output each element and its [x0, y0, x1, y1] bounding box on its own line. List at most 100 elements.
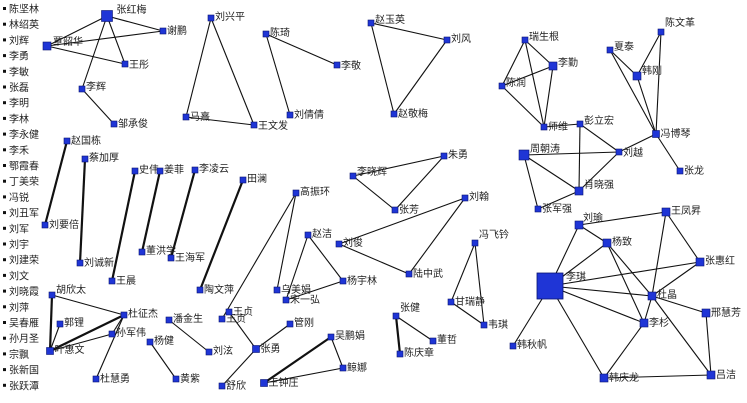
- node-dongshu[interactable]: 董洪学: [138, 244, 176, 257]
- node-fengfeiyu[interactable]: 冯飞钤: [471, 228, 509, 247]
- isolated-node[interactable]: 陈坚林: [3, 3, 39, 16]
- isolated-node[interactable]: 李禾: [3, 144, 29, 157]
- node-hanqiufan[interactable]: 韩秋帆: [509, 338, 547, 351]
- node-wumeijuan[interactable]: 乌美娟: [273, 283, 311, 296]
- node-zhuyong[interactable]: 朱勇: [440, 149, 468, 161]
- node-ganruijing[interactable]: 甘瑞静: [447, 295, 485, 308]
- isolated-node[interactable]: 刘晓霞: [3, 286, 39, 298]
- isolated-node[interactable]: 宗飘: [3, 348, 29, 361]
- node-liujun2[interactable]: 刘俊: [335, 236, 363, 249]
- isolated-node[interactable]: 鄂霞春: [3, 161, 39, 173]
- node-zhanghongmei[interactable]: 张红梅: [101, 3, 147, 22]
- isolated-node[interactable]: 刘辉: [3, 35, 29, 47]
- node-shiwen[interactable]: 史伟: [131, 163, 159, 176]
- node-duzhengjie[interactable]: 杜征杰: [120, 307, 158, 320]
- node-lixiaohui[interactable]: 李晓辉: [349, 165, 387, 180]
- isolated-node[interactable]: 丁美荣: [3, 175, 39, 188]
- node-xiaolong[interactable]: 张龙: [676, 164, 704, 177]
- node-songyi[interactable]: 宋一弘: [282, 293, 320, 306]
- node-yanghongmei[interactable]: 杨宇林: [339, 274, 377, 287]
- node-wangzhuzhuang[interactable]: 王钟庄: [260, 376, 299, 389]
- node-lilingyun[interactable]: 李凌云: [191, 162, 229, 175]
- node-lihui[interactable]: 李辉: [78, 80, 106, 93]
- node-duyan[interactable]: 杜晶: [647, 288, 677, 301]
- node-weiqi[interactable]: 韦琪: [480, 318, 508, 331]
- node-xingaofang[interactable]: 邢慧芳: [701, 306, 741, 319]
- node-chenwenke[interactable]: 陈文革: [657, 16, 695, 36]
- node-xiaojunqiang[interactable]: 肖晓强: [574, 178, 614, 196]
- isolated-node[interactable]: 刘宇: [3, 238, 29, 251]
- node-liufeng[interactable]: 刘风: [443, 33, 471, 45]
- node-jiangzhi[interactable]: 姜菲: [156, 163, 184, 176]
- node-dongbo[interactable]: 董哲: [429, 333, 457, 346]
- node-zhangjunqiang[interactable]: 张军强: [534, 203, 572, 215]
- node-liyu[interactable]: 李琪: [536, 270, 586, 300]
- node-zhangjian[interactable]: 张健: [392, 302, 420, 320]
- node-guanli[interactable]: 管刚: [286, 316, 314, 329]
- node-zhaojingmei[interactable]: 赵敬梅: [390, 107, 428, 120]
- node-liuhan[interactable]: 刘翰: [461, 190, 489, 203]
- node-hukaitai[interactable]: 胡欣太: [48, 283, 86, 299]
- node-zhaojie[interactable]: 赵洁: [304, 227, 332, 240]
- node-zhouwenhui[interactable]: 陶文萍: [196, 283, 234, 296]
- isolated-node[interactable]: 林绍英: [3, 18, 39, 31]
- node-hanrui[interactable]: 韩刚: [632, 64, 662, 81]
- node-zhoujianbo[interactable]: 周朝涛: [518, 142, 560, 161]
- isolated-node[interactable]: 刘丑军: [3, 208, 39, 220]
- isolated-node[interactable]: 刘萍: [3, 302, 29, 314]
- node-liuchunhong[interactable]: 刘要倍: [41, 218, 79, 231]
- node-chenrun[interactable]: 陈润: [498, 76, 526, 90]
- node-xieli[interactable]: 谢鹏: [159, 24, 187, 37]
- node-duanyun[interactable]: 鲸娜: [339, 361, 367, 374]
- node-tangquansheng[interactable]: 潘金生: [165, 312, 203, 325]
- isolated-node[interactable]: 张新国: [3, 364, 39, 377]
- node-zhangfang[interactable]: 张芳: [391, 203, 419, 216]
- node-sunjunwei[interactable]: 孙军伟: [108, 326, 146, 339]
- node-tianli[interactable]: 田澜: [239, 173, 267, 185]
- node-maqi[interactable]: 马熹: [182, 110, 210, 123]
- node-zhanghuihong[interactable]: 张惠红: [695, 254, 735, 267]
- node-wanghongjun[interactable]: 王海军: [167, 251, 205, 264]
- isolated-node[interactable]: 张跃潭: [3, 380, 39, 392]
- node-wangjing[interactable]: 王晨: [108, 275, 136, 287]
- node-luzhongwu[interactable]: 陆中武: [405, 267, 443, 280]
- node-gaoshuangshuang[interactable]: 高振环: [292, 185, 330, 198]
- node-guohui[interactable]: 郭锂: [56, 316, 84, 329]
- isolated-node[interactable]: 李永健: [3, 128, 39, 141]
- node-hanqinglong[interactable]: 韩庆龙: [599, 371, 639, 384]
- isolated-node[interactable]: 李勇: [3, 50, 29, 63]
- isolated-node[interactable]: 冯锐: [3, 191, 29, 204]
- node-yangjian[interactable]: 杨健: [146, 334, 174, 347]
- isolated-node[interactable]: 李林: [3, 112, 29, 125]
- isolated-node[interactable]: 刘军: [3, 223, 29, 235]
- node-yehuiwen[interactable]: 叶惠文: [46, 343, 85, 356]
- node-zouchengjun[interactable]: 邹承俊: [110, 117, 148, 130]
- node-caijiahou[interactable]: 蔡加厚: [81, 151, 119, 164]
- node-yangzheng[interactable]: 杨致: [602, 235, 632, 248]
- node-fengqinqin[interactable]: 冯博琴: [652, 127, 691, 140]
- isolated-node[interactable]: 李明: [3, 97, 29, 110]
- node-pengliping[interactable]: 彭立宏: [576, 114, 614, 128]
- node-xiatai[interactable]: 夏泰: [606, 40, 634, 54]
- node-haoxin[interactable]: 舒欣: [218, 379, 246, 392]
- node-lvjie[interactable]: 吕洁: [706, 368, 736, 381]
- node-wangshuhua[interactable]: 覃韶华: [42, 35, 83, 51]
- node-liuqian[interactable]: 刘倩倩: [286, 108, 324, 121]
- node-lishan[interactable]: 李勤: [548, 56, 578, 71]
- node-liucheng[interactable]: 刘诚新: [76, 256, 114, 269]
- node-shiwei[interactable]: 师维: [540, 120, 568, 133]
- node-chenqi[interactable]: 陈琦: [262, 26, 290, 39]
- node-wangbin[interactable]: 王彤: [121, 59, 149, 71]
- node-liuxingping[interactable]: 刘兴平: [207, 11, 245, 23]
- node-duhuiyong[interactable]: 杜慧勇: [92, 372, 130, 385]
- node-lifan[interactable]: 李杉: [639, 316, 669, 329]
- node-wupengjuan[interactable]: 吴鹏娟: [327, 329, 365, 342]
- isolated-node[interactable]: 刘建荣: [3, 254, 39, 267]
- node-zhaoyuying[interactable]: 赵玉英: [367, 13, 405, 27]
- node-chenqingzhang[interactable]: 陈庆章: [396, 346, 434, 359]
- node-zhangyong[interactable]: 张勇: [252, 343, 281, 355]
- node-zhaoguodong[interactable]: 赵国栋: [63, 134, 101, 147]
- node-liuqi[interactable]: 刘泫: [205, 345, 233, 357]
- node-liuyue[interactable]: 刘越: [615, 146, 643, 159]
- node-wangfengsheng[interactable]: 王凤昇: [661, 205, 701, 217]
